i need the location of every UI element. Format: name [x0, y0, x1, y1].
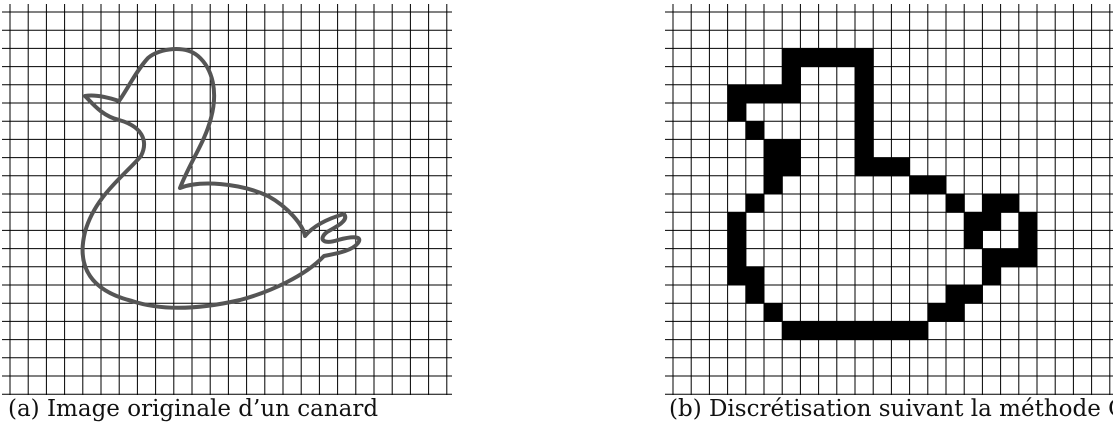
figure-a-caption: (a) Image originale d’un canard [8, 396, 379, 422]
filled-pixel [727, 103, 747, 122]
filled-pixel [909, 321, 929, 341]
filled-pixel [782, 157, 801, 177]
filled-pixel [800, 48, 820, 68]
filled-pixel [1018, 248, 1038, 268]
filled-pixel [855, 321, 874, 341]
filled-pixel [927, 175, 947, 195]
filled-pixel [946, 194, 965, 213]
filled-pixel [855, 103, 874, 122]
discretized-pixels [727, 48, 1038, 341]
filled-pixel [855, 48, 874, 68]
duck-outline [80, 47, 362, 310]
filled-pixel [727, 230, 747, 250]
filled-pixel [1000, 194, 1020, 213]
filled-pixel [1018, 230, 1038, 250]
figure-b-obq-discretization: (b) Discrétisation suivant la méthode OB… [655, 0, 1113, 443]
filled-pixel [855, 121, 874, 140]
filled-pixel [1000, 248, 1020, 268]
filled-pixel [727, 248, 747, 268]
figure-b-caption: (b) Discrétisation suivant la méthode OB… [669, 396, 1113, 422]
filled-pixel [727, 84, 747, 104]
figure-b-drawing [665, 4, 1113, 395]
filled-pixel [745, 84, 765, 104]
filled-pixel [782, 321, 801, 341]
filled-pixel [764, 139, 783, 159]
filled-pixel [873, 157, 892, 177]
filled-pixel [855, 139, 874, 159]
filled-pixel [727, 212, 747, 231]
filled-pixel [782, 139, 801, 159]
filled-pixel [836, 48, 856, 68]
filled-pixel [782, 66, 801, 86]
filled-pixel [1018, 212, 1038, 231]
filled-pixel [836, 321, 856, 341]
filled-pixel [745, 121, 765, 140]
filled-pixel [818, 321, 838, 341]
filled-pixel [764, 175, 783, 195]
filled-pixel [964, 230, 983, 250]
filled-pixel [982, 194, 1002, 213]
filled-pixel [727, 266, 747, 286]
filled-pixel [946, 303, 965, 322]
filled-pixel [982, 212, 1002, 231]
filled-pixel [764, 303, 783, 322]
figure-a-drawing [2, 4, 452, 395]
filled-pixel [745, 285, 765, 304]
filled-pixel [891, 157, 911, 177]
filled-pixel [855, 157, 874, 177]
filled-pixel [964, 285, 983, 304]
filled-pixel [873, 321, 892, 341]
filled-pixel [964, 212, 983, 231]
filled-pixel [946, 285, 965, 304]
grid-a [2, 4, 452, 395]
filled-pixel [891, 321, 911, 341]
filled-pixel [764, 84, 783, 104]
filled-pixel [855, 84, 874, 104]
filled-pixel [855, 66, 874, 86]
filled-pixel [927, 303, 947, 322]
filled-pixel [782, 48, 801, 68]
filled-pixel [782, 84, 801, 104]
filled-pixel [745, 266, 765, 286]
filled-pixel [982, 248, 1002, 268]
filled-pixel [800, 321, 820, 341]
figure-a-original-duck: (a) Image originale d’un canard [0, 0, 452, 443]
filled-pixel [745, 194, 765, 213]
filled-pixel [909, 175, 929, 195]
filled-pixel [982, 266, 1002, 286]
filled-pixel [764, 157, 783, 177]
filled-pixel [818, 48, 838, 68]
